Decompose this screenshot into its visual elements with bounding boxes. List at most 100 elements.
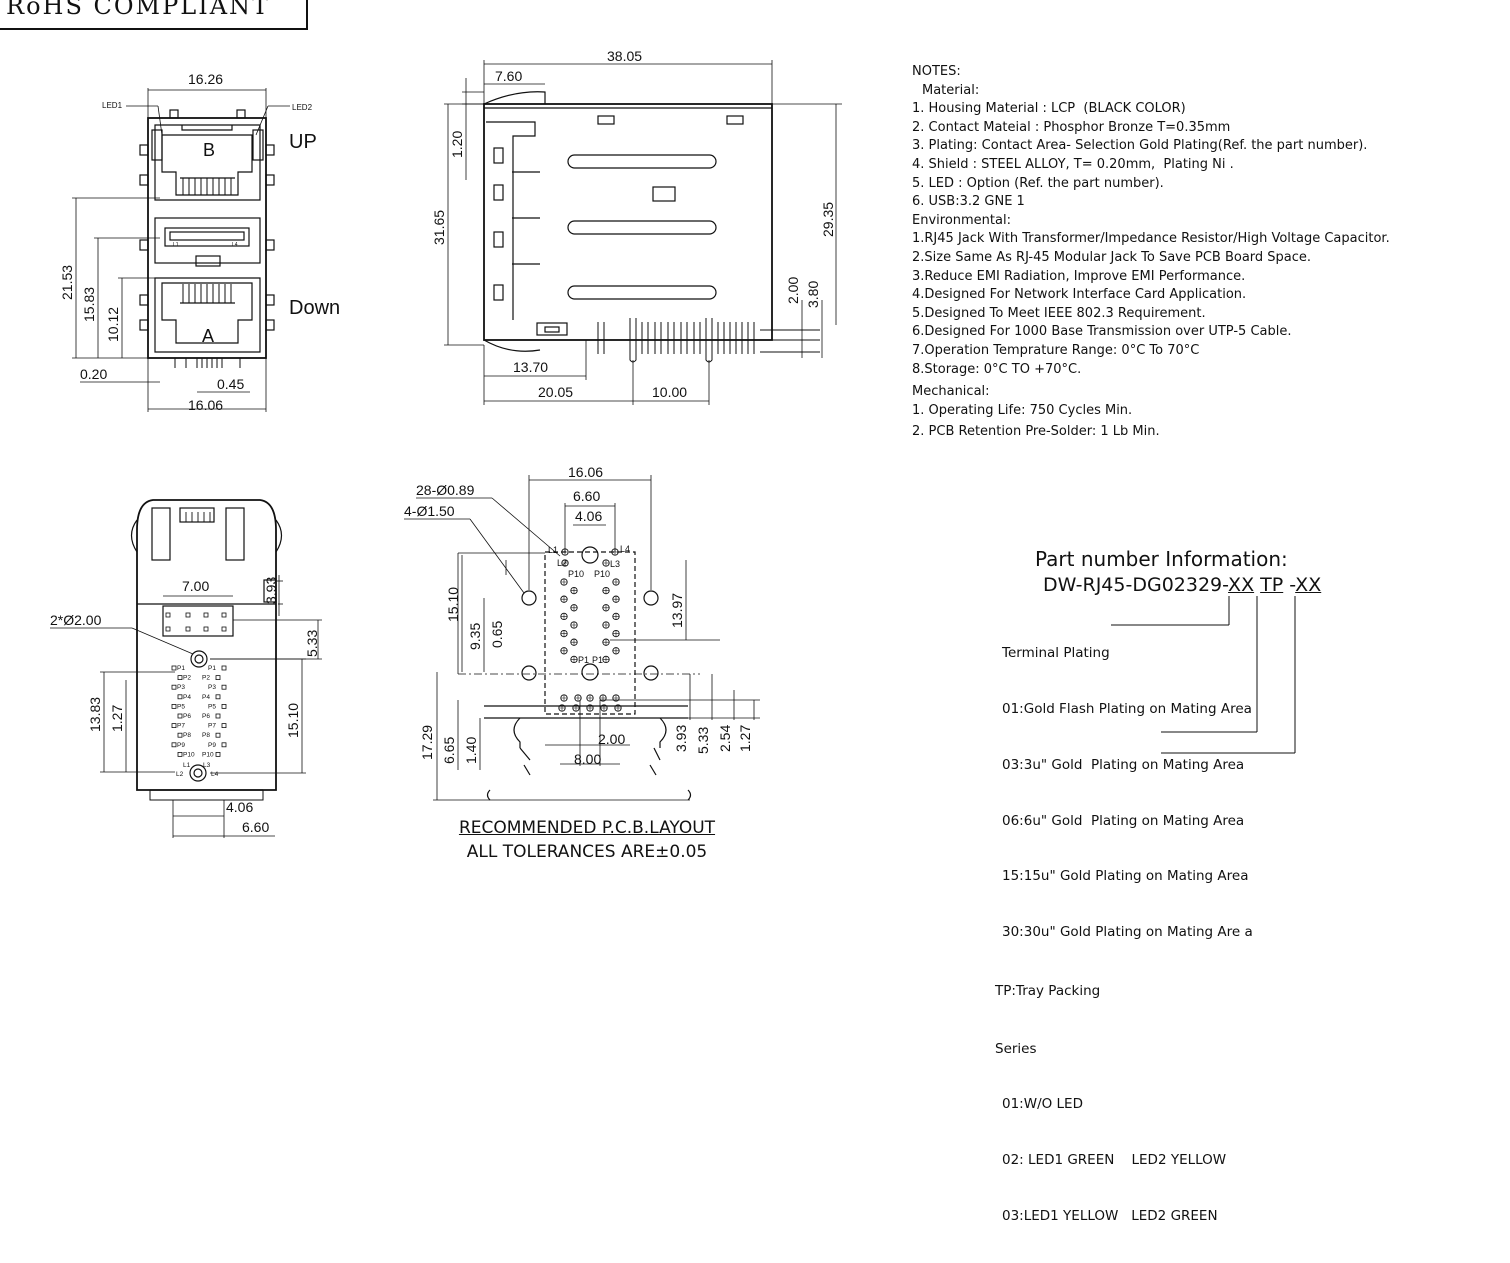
- pin-pad: [221, 704, 227, 709]
- pin-label: P6: [183, 713, 191, 720]
- pcb-hole: [612, 647, 620, 655]
- environmental-title: Environmental:: [912, 212, 1011, 228]
- dim-front-offset: 0.20: [80, 366, 107, 382]
- pin-pad: [171, 723, 177, 728]
- pcb-hole-cross: [571, 622, 577, 628]
- dim-bv-d660: 6.60: [242, 819, 269, 835]
- pcb-hole: [612, 629, 620, 638]
- terminal-item: 03:3u" Gold Plating on Mating Area: [1002, 756, 1245, 773]
- pin-pad: [221, 723, 227, 728]
- dim-side-d5: 10.00: [652, 384, 687, 400]
- material-item: 1. Housing Material : LCP (BLACK COLOR): [912, 101, 1186, 117]
- led-pad: [185, 612, 191, 618]
- environmental-item: 5.Designed To Meet IEEE 802.3 Requiremen…: [912, 305, 1206, 321]
- pin-label: P4: [183, 694, 191, 701]
- led-pad: [165, 612, 171, 618]
- led-pad: [221, 626, 227, 632]
- environmental-item: 4.Designed For Network Interface Card Ap…: [912, 287, 1247, 303]
- pcb-label-l2: L2: [557, 558, 567, 568]
- pin-label: P5: [177, 703, 185, 710]
- dim-pcb-w660: 6.60: [573, 488, 600, 504]
- pcb-hole: [599, 694, 607, 702]
- environmental-item: 3.Reduce EMI Radiation, Improve EMI Perf…: [912, 268, 1246, 284]
- part-number-xx2: XX: [1295, 574, 1322, 596]
- dim-bv-d406: 4.06: [226, 799, 253, 815]
- pcb-hole: [561, 559, 569, 567]
- pcb-hole: [570, 586, 578, 595]
- dim-pcb-big-holes: 4-Ø1.50: [404, 503, 455, 519]
- pin-label: P5: [208, 703, 216, 710]
- led-pad: [221, 612, 227, 618]
- mechanical-item: 1. Operating Life: 750 Cycles Min.: [912, 402, 1133, 418]
- pcb-hole-cross: [613, 630, 619, 637]
- pcb-hole: [602, 604, 610, 612]
- dim-pcb-h127: 1.27: [737, 725, 753, 752]
- dim-pcb-small-holes: 28-Ø0.89: [416, 482, 475, 498]
- pin-pad: [177, 675, 183, 680]
- pcb-hole-cross: [571, 639, 577, 646]
- dim-side-length: 38.05: [607, 48, 642, 64]
- dim-bv-d1383: 13.83: [87, 697, 103, 732]
- dim-pcb-h533: 5.33: [695, 727, 711, 754]
- pcb-hole-cross: [571, 587, 577, 594]
- pcb-hole: [612, 578, 620, 586]
- dim-pcb-h935: 9.35: [467, 623, 483, 650]
- pin-label: P10: [202, 751, 214, 758]
- pcb-hole: [614, 704, 622, 712]
- pcb-hole-cross: [613, 647, 619, 654]
- pin-pad: [215, 732, 221, 738]
- part-number-details: Terminal Plating 01:Gold Flash Plating o…: [995, 607, 1253, 1263]
- dim-bv-d127: 1.27: [109, 705, 125, 732]
- pin-pad: [177, 713, 183, 719]
- pcb-pin-holes: [558, 548, 622, 712]
- part-number-code: DW-RJ45-DG02329-XX TP -XX: [1043, 574, 1321, 596]
- pcb-hole-cross: [603, 604, 609, 611]
- part-number-prefix: DW-RJ45-DG02329-: [1043, 574, 1229, 596]
- terminal-title: Terminal Plating: [1002, 645, 1110, 662]
- led-pad: [203, 626, 209, 632]
- pin-label: P9: [177, 742, 185, 749]
- part-number-title: Part number Information:: [1035, 547, 1288, 571]
- pcb-hole-cross: [603, 656, 609, 663]
- dim-pcb-h1729: 17.29: [419, 725, 435, 760]
- dim-bv-d1510: 15.10: [285, 703, 301, 738]
- pin-pad: [215, 694, 221, 700]
- pin-pad: [171, 742, 177, 748]
- material-item: 3. Plating: Contact Area- Selection Gold…: [912, 138, 1368, 154]
- front-view: B L1 L4 A LED1 LED2 U: [59, 71, 340, 413]
- pcb-hole-cross: [561, 596, 567, 603]
- pcb-hole-cross: [613, 613, 619, 620]
- pcb-hole: [612, 595, 620, 603]
- led-pin-label: L2: [176, 771, 184, 778]
- pcb-hole-cross: [603, 560, 609, 566]
- pcb-tolerance: ALL TOLERANCES ARE±0.05: [466, 842, 708, 862]
- bottom-pin-layout: P1P2P3P4P5P6P7P8P9P10P1P2P3P4P5P6P7P8P9P…: [165, 612, 227, 778]
- dim-side-d4: 20.05: [538, 384, 573, 400]
- up-label: UP: [289, 131, 317, 153]
- pcb-hole-cross: [561, 630, 567, 637]
- pcb-caption-title: RECOMMENDED P.C.B.LAYOUT: [458, 818, 716, 838]
- series-item: 02: LED1 GREEN LED2 YELLOW: [1002, 1152, 1227, 1169]
- dim-side-front: 7.60: [495, 68, 522, 84]
- pin-label: P2: [202, 675, 210, 682]
- pcb-hole: [570, 638, 578, 646]
- pin-pad: [171, 665, 177, 671]
- part-number-dash: -: [1283, 574, 1296, 596]
- dim-side-body-height: 29.35: [820, 202, 836, 237]
- pcb-hole: [570, 655, 578, 664]
- pcb-hole: [612, 612, 620, 621]
- part-number-tp: TP: [1260, 574, 1284, 596]
- pcb-hole-cross: [603, 622, 609, 628]
- port-a-label: A: [202, 326, 214, 346]
- pcb-hole-cross: [562, 560, 568, 566]
- pcb-hole-cross: [587, 695, 593, 701]
- dim-side-top: 1.20: [449, 131, 465, 158]
- led-pin-label: L4: [211, 771, 219, 778]
- pin-pad: [221, 742, 227, 748]
- pcb-hole: [560, 694, 568, 702]
- pcb-hole: [560, 595, 568, 603]
- environmental-item: 6.Designed For 1000 Base Transmission ov…: [912, 324, 1292, 340]
- down-label: Down: [289, 297, 340, 319]
- rohs-label: RoHS COMPLIANT: [0, 0, 308, 30]
- usb-l1-label: L1: [173, 242, 179, 248]
